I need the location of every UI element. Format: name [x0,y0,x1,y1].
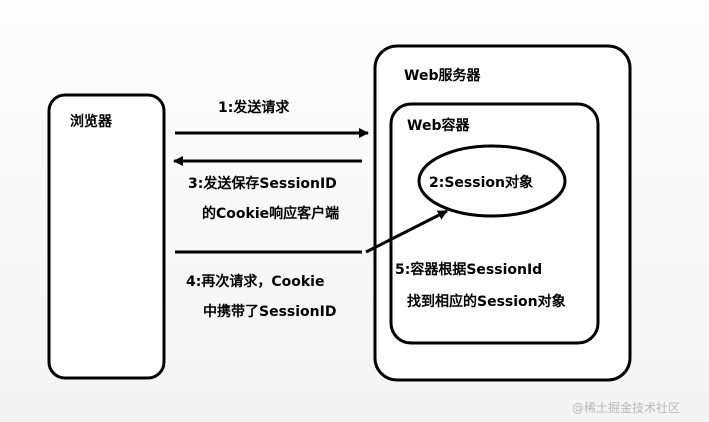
session-object-ellipse [417,144,567,218]
step3-label-line2: 的Cookie响应客户端 [202,205,339,222]
watermark: @稀土掘金技术社区 [572,400,680,415]
web-container-label: Web容器 [407,117,470,134]
browser-box [47,93,166,380]
step5-label-line2: 找到相应的Session对象 [407,293,566,310]
browser-label: 浏览器 [70,113,113,130]
step1-label: 1:发送请求 [218,99,290,116]
step3-label-line1: 3:发送保存SessionID [188,175,337,192]
lookup-arrow [365,209,448,254]
web-server-label: Web服务器 [404,67,481,84]
step4-label-line2: 中携带了SessionID [203,303,336,320]
step5-label-line1: 5:容器根据SessionId [395,261,542,278]
session-object-label: 2:Session对象 [429,174,533,191]
step4-label-line1: 4:再次请求，Cookie [186,273,324,290]
